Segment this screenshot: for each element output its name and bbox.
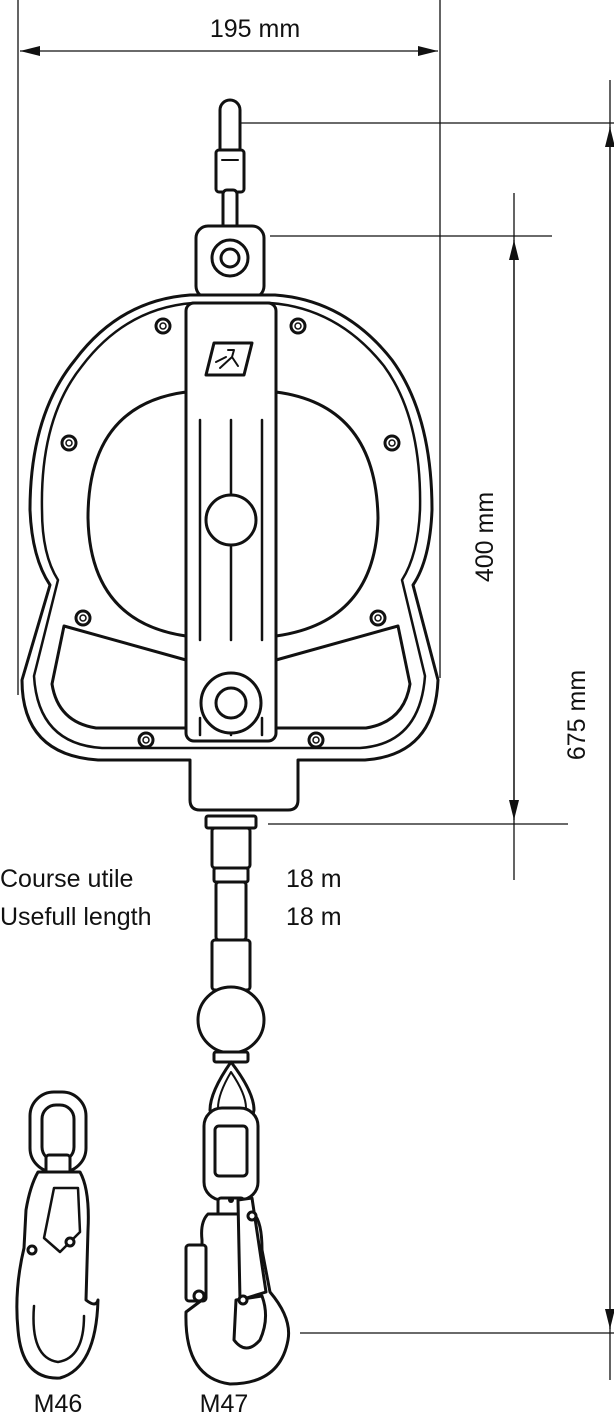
hook-m47 xyxy=(184,1106,291,1386)
hook-m46-label: M46 xyxy=(34,1390,83,1417)
center-knob xyxy=(204,493,258,547)
overall-height-label: 675 mm xyxy=(563,670,591,760)
spec-value-fr: 18 m xyxy=(286,865,342,893)
width-dimension-label: 195 mm xyxy=(210,15,300,43)
retractable-housing xyxy=(20,293,440,812)
brand-logo xyxy=(204,341,254,377)
spec-value-en: 18 m xyxy=(286,903,342,931)
width-dimension: 195 mm xyxy=(17,0,441,695)
housing-height-label: 400 mm xyxy=(471,492,499,582)
lanyard-assembly xyxy=(196,814,266,1126)
spec-table: Course utile 18 m Usefull length 18 m xyxy=(0,865,342,931)
overall-height-dimension: 675 mm xyxy=(240,80,614,1380)
side-window-right xyxy=(274,624,412,730)
spec-label-en: Usefull length xyxy=(0,903,151,931)
housing-screws xyxy=(60,317,401,749)
hook-m47-label: M47 xyxy=(200,1390,249,1417)
swivel-ball xyxy=(196,985,266,1055)
side-window-left xyxy=(50,624,188,730)
housing-height-dimension: 400 mm xyxy=(268,193,568,880)
drum-window-right xyxy=(274,390,380,638)
hook-m46 xyxy=(15,1090,100,1380)
top-anchor-shackle xyxy=(194,98,266,300)
drum-window-left xyxy=(86,390,188,638)
spec-label-fr: Course utile xyxy=(0,865,133,893)
